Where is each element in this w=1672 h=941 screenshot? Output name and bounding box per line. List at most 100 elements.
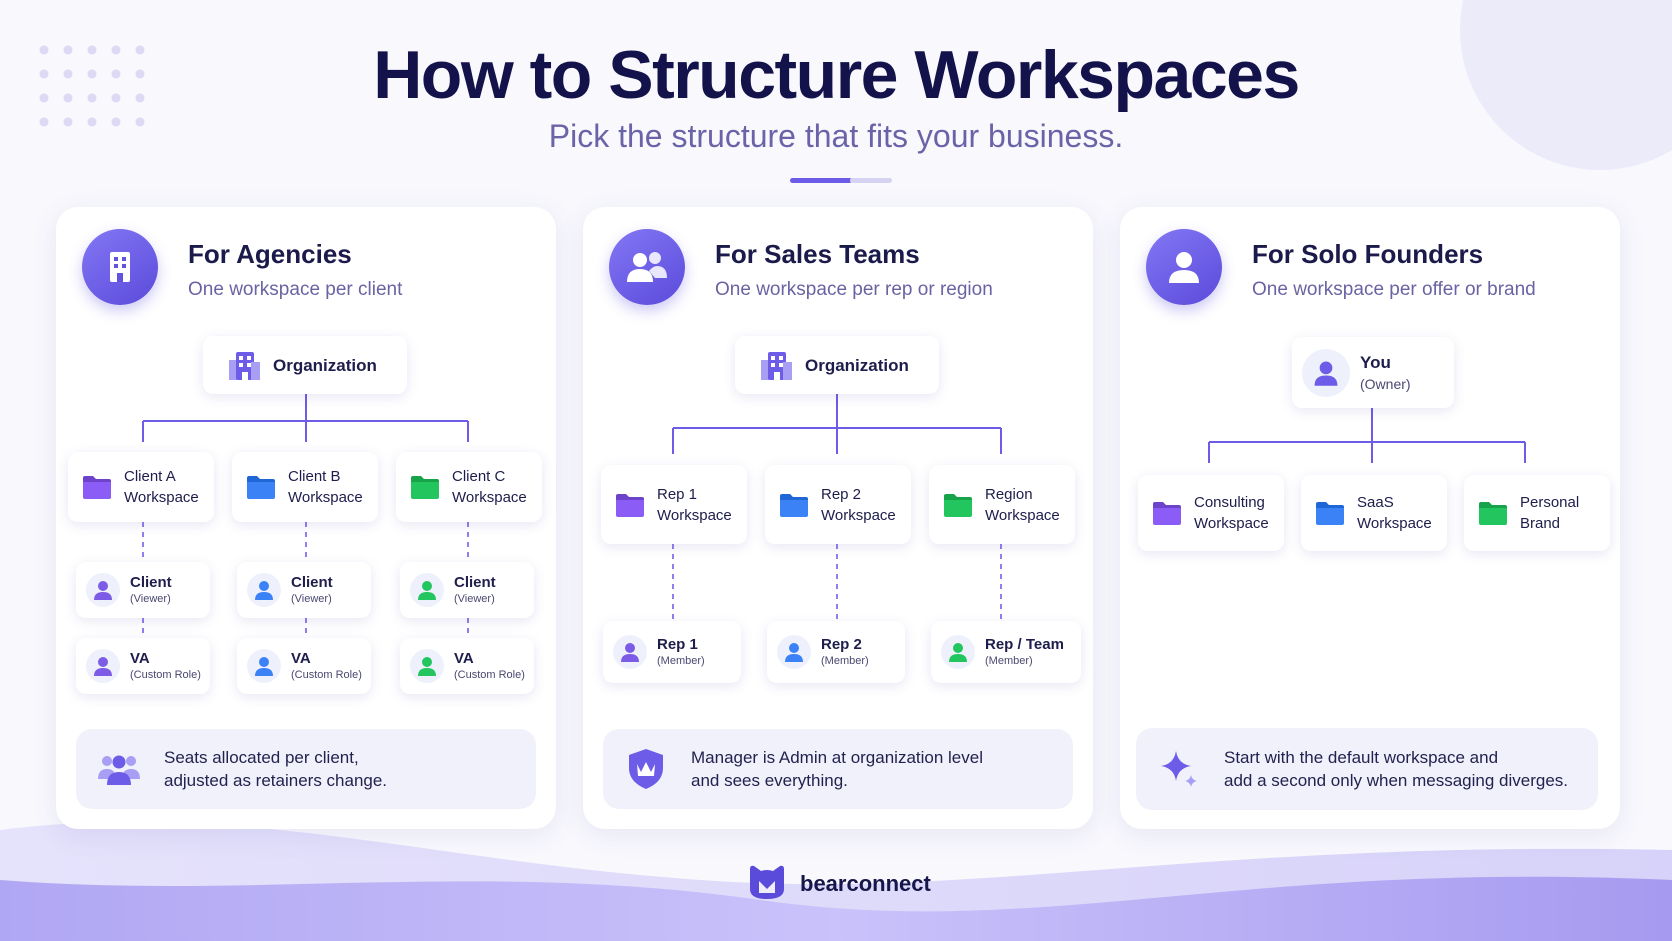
panel-sales-teams: For Sales Teams One workspace per rep or… bbox=[583, 207, 1093, 829]
folder-icon bbox=[615, 492, 645, 518]
panel-note: Start with the default workspace and add… bbox=[1136, 728, 1598, 810]
tree-connectors bbox=[142, 394, 469, 638]
member-name: Rep / Team bbox=[985, 636, 1064, 653]
panel-subtitle: One workspace per offer or brand bbox=[1252, 279, 1536, 300]
folder-icon bbox=[1315, 500, 1345, 526]
member-role: (Custom Role) bbox=[454, 669, 525, 681]
panel-note: Manager is Admin at organization level a… bbox=[603, 729, 1073, 809]
folder-icon bbox=[82, 474, 112, 500]
workspace-node[interactable]: Rep 1 Workspace bbox=[601, 465, 747, 544]
workspace-label: Client A Workspace bbox=[124, 468, 199, 506]
user-icon bbox=[247, 649, 281, 683]
user-icon bbox=[410, 573, 444, 607]
member-role: (Viewer) bbox=[454, 593, 495, 605]
tree-connectors bbox=[1208, 408, 1526, 463]
folder-icon bbox=[943, 492, 973, 518]
workspace-node[interactable]: SaaS Workspace bbox=[1301, 475, 1447, 551]
member-role: (Viewer) bbox=[130, 593, 171, 605]
user-icon bbox=[613, 635, 647, 669]
workspace-node[interactable]: Region Workspace bbox=[929, 465, 1075, 544]
organization-label: Organization bbox=[805, 355, 909, 375]
member-node: VA (Custom Role) bbox=[400, 638, 534, 694]
title-underline bbox=[790, 178, 892, 183]
workspace-label: Rep 2 Workspace bbox=[821, 485, 896, 524]
member-role: (Member) bbox=[657, 655, 705, 667]
dot-grid-decoration bbox=[39, 45, 145, 127]
member-name: Client bbox=[291, 574, 333, 591]
member-node: VA (Custom Role) bbox=[76, 638, 210, 694]
building-icon bbox=[82, 229, 158, 305]
page-subtitle: Pick the structure that fits your busine… bbox=[548, 118, 1124, 154]
brand-logo: bearconnect bbox=[746, 864, 931, 904]
workspace-label: Rep 1 Workspace bbox=[657, 485, 732, 524]
user-icon bbox=[410, 649, 444, 683]
folder-icon bbox=[779, 492, 809, 518]
panel-subtitle: One workspace per rep or region bbox=[715, 279, 993, 300]
member-role: (Custom Role) bbox=[130, 669, 201, 681]
member-name: VA bbox=[454, 650, 474, 667]
member-name: VA bbox=[291, 650, 311, 667]
workspace-label: Region Workspace bbox=[985, 485, 1060, 524]
users-icon bbox=[609, 229, 685, 305]
workspace-label: Client C Workspace bbox=[452, 468, 527, 506]
building-icon bbox=[227, 350, 261, 380]
team-icon bbox=[96, 746, 142, 792]
organization-node: Organization bbox=[735, 336, 939, 394]
workspace-label: Consulting Workspace bbox=[1194, 494, 1269, 532]
organization-label: Organization bbox=[273, 355, 377, 375]
building-icon bbox=[759, 350, 793, 380]
member-name: Rep 1 bbox=[657, 636, 698, 653]
workspace-node[interactable]: Rep 2 Workspace bbox=[765, 465, 911, 544]
member-node: Rep 1 (Member) bbox=[603, 621, 741, 683]
member-node: VA (Custom Role) bbox=[237, 638, 371, 694]
workspace-node[interactable]: Client B Workspace bbox=[232, 452, 378, 522]
member-role: (Member) bbox=[985, 655, 1033, 667]
folder-icon bbox=[1478, 500, 1508, 526]
owner-role: (Owner) bbox=[1360, 375, 1411, 392]
member-node: Client (Viewer) bbox=[400, 562, 534, 618]
organization-node: Organization bbox=[203, 336, 407, 394]
note-text: Seats allocated per client, adjusted as … bbox=[164, 748, 388, 790]
member-role: (Viewer) bbox=[291, 593, 332, 605]
workspace-node[interactable]: Client C Workspace bbox=[396, 452, 542, 522]
member-role: (Member) bbox=[821, 655, 869, 667]
brand-name: bearconnect bbox=[800, 871, 931, 896]
panel-title: For Agencies bbox=[188, 239, 352, 269]
user-icon bbox=[1146, 229, 1222, 305]
member-name: Client bbox=[454, 574, 496, 591]
folder-icon bbox=[410, 474, 440, 500]
member-name: VA bbox=[130, 650, 150, 667]
panel-title: For Solo Founders bbox=[1252, 239, 1484, 269]
panel-agencies: For Agencies One workspace per client Or… bbox=[56, 207, 556, 829]
note-text: Manager is Admin at organization level a… bbox=[691, 748, 983, 790]
sparkle-icon bbox=[1156, 746, 1202, 792]
folder-icon bbox=[1152, 500, 1182, 526]
member-node: Client (Viewer) bbox=[76, 562, 210, 618]
user-icon bbox=[1302, 348, 1350, 397]
panel-note: Seats allocated per client, adjusted as … bbox=[76, 729, 536, 809]
workspace-label: Client B Workspace bbox=[288, 468, 363, 506]
user-icon bbox=[86, 649, 120, 683]
user-icon bbox=[777, 635, 811, 669]
panel-subtitle: One workspace per client bbox=[188, 279, 403, 300]
page-title: How to Structure Workspaces bbox=[373, 37, 1300, 113]
workspace-node[interactable]: Client A Workspace bbox=[68, 452, 214, 522]
workspace-node[interactable]: Personal Brand bbox=[1464, 475, 1610, 551]
folder-icon bbox=[246, 474, 276, 500]
workspace-label: Personal Brand bbox=[1520, 494, 1580, 532]
shield-crown-icon bbox=[623, 746, 669, 792]
panel-title: For Sales Teams bbox=[715, 239, 920, 269]
member-name: Client bbox=[130, 574, 172, 591]
tree-connectors bbox=[672, 394, 1002, 621]
user-icon bbox=[86, 573, 120, 607]
workspace-node[interactable]: Consulting Workspace bbox=[1138, 475, 1284, 551]
member-node: Rep 2(Member) bbox=[767, 621, 905, 683]
note-text: Start with the default workspace and add… bbox=[1224, 748, 1568, 790]
member-role: (Custom Role) bbox=[291, 669, 362, 681]
owner-name: You bbox=[1360, 352, 1391, 372]
owner-node: You (Owner) bbox=[1292, 337, 1454, 408]
bear-logo-icon bbox=[746, 863, 788, 906]
workspace-label: SaaS Workspace bbox=[1357, 494, 1432, 532]
member-node: Client (Viewer) bbox=[237, 562, 371, 618]
